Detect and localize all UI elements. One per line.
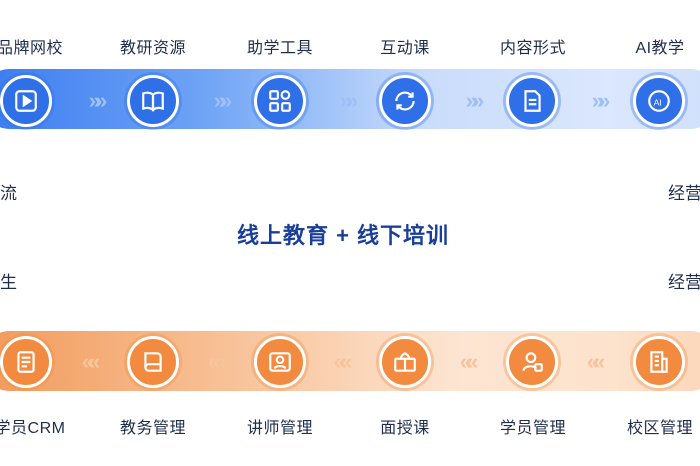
bottom-chevron-4: «« xyxy=(459,349,479,374)
top-label-research: 教研资源 xyxy=(119,40,187,57)
top-label-brand-school: 品牌网校 xyxy=(0,40,64,57)
center-title: 线上教育 + 线下培训 xyxy=(236,223,450,248)
bottom-chevron-1: «« xyxy=(81,349,101,374)
top-label-interactive: 互动课 xyxy=(380,40,430,57)
top-chevron-1: »» xyxy=(88,88,108,113)
top-chevron-5: »» xyxy=(591,88,611,113)
bottom-label-campus: 校区管理 xyxy=(626,420,694,437)
video-play-icon[interactable] xyxy=(0,75,52,127)
user-badge-icon[interactable] xyxy=(506,336,558,388)
left-side-bottom-text: 生 xyxy=(0,273,17,292)
bottom-label-teachers: 讲师管理 xyxy=(246,420,314,437)
offline-band xyxy=(0,331,700,391)
top-label-tools: 助学工具 xyxy=(246,40,314,57)
bottom-label-students: 学员管理 xyxy=(499,420,567,437)
bottom-chevron-5: «« xyxy=(586,349,606,374)
document-icon[interactable] xyxy=(506,75,558,127)
left-connector xyxy=(0,100,24,370)
right-side-top-text: 经营 xyxy=(668,184,700,203)
teacher-card-icon[interactable] xyxy=(254,336,306,388)
file-list-icon[interactable] xyxy=(0,336,52,388)
bottom-label-academic: 教务管理 xyxy=(119,420,187,437)
bottom-chevron-3: «« xyxy=(333,349,353,374)
package-book-icon[interactable] xyxy=(379,336,431,388)
svg-text:AI: AI xyxy=(654,97,662,107)
bottom-chevron-2: «« xyxy=(207,349,227,374)
grid-shapes-icon[interactable] xyxy=(254,75,306,127)
bottom-label-crm: 学员CRM xyxy=(0,420,66,437)
open-book-icon[interactable] xyxy=(127,75,179,127)
building-icon[interactable] xyxy=(633,336,685,388)
refresh-cycle-icon[interactable] xyxy=(379,75,431,127)
online-band xyxy=(0,69,700,129)
top-chevron-4: »» xyxy=(465,88,485,113)
top-chevron-2: »» xyxy=(213,88,233,113)
top-chevron-3: »» xyxy=(339,88,359,113)
ai-head-icon[interactable]: AI xyxy=(633,75,685,127)
top-label-ai: AI教学 xyxy=(635,40,685,57)
right-connector xyxy=(676,100,700,370)
right-side-bottom-text: 经营 xyxy=(668,273,700,292)
book-icon[interactable] xyxy=(127,336,179,388)
left-side-top-text: 流 xyxy=(0,184,17,203)
bottom-label-face-class: 面授课 xyxy=(380,420,430,437)
top-label-content: 内容形式 xyxy=(499,40,567,57)
